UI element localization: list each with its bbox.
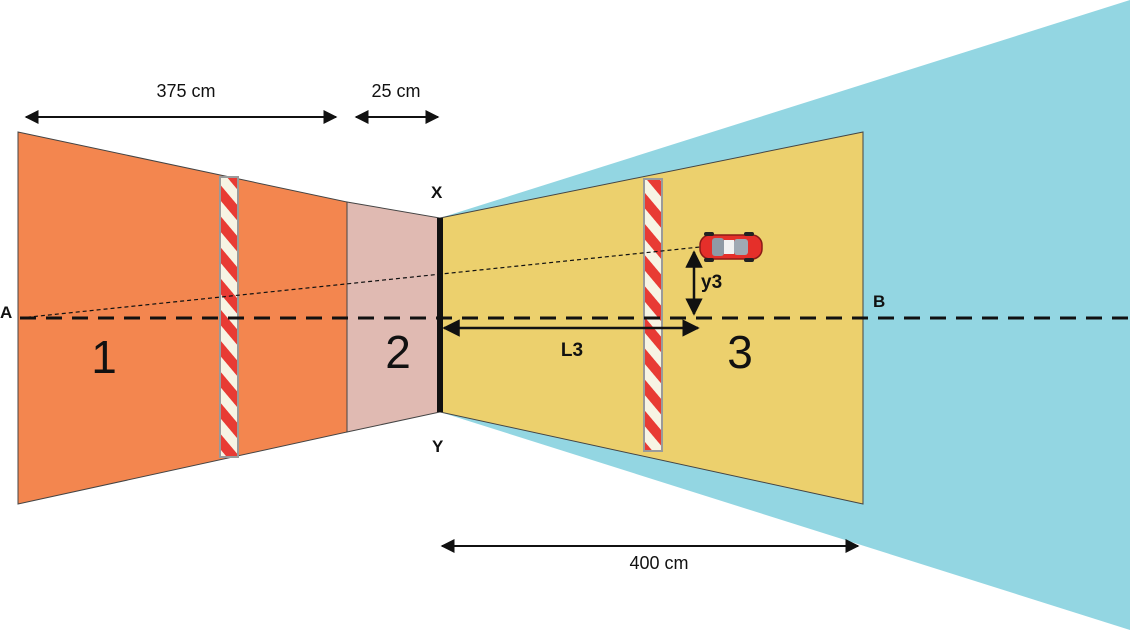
dimension-label-25: 25 cm [371,81,420,101]
dimension-label-400: 400 cm [629,553,688,573]
measure-label-y3: y3 [701,272,722,293]
zone-label-1: 1 [91,331,117,383]
point-label-y: Y [432,437,444,456]
car-icon [699,232,763,262]
sight-line [19,246,701,319]
point-label-a: A [0,303,12,322]
point-label-b: B [873,292,885,311]
zone-label-3: 3 [727,326,753,378]
point-label-x: X [431,183,443,202]
striped-pole-icon [643,178,663,452]
measure-label-l3: L3 [561,340,583,361]
dimension-label-375: 375 cm [156,81,215,101]
zone-label-2: 2 [385,326,411,378]
